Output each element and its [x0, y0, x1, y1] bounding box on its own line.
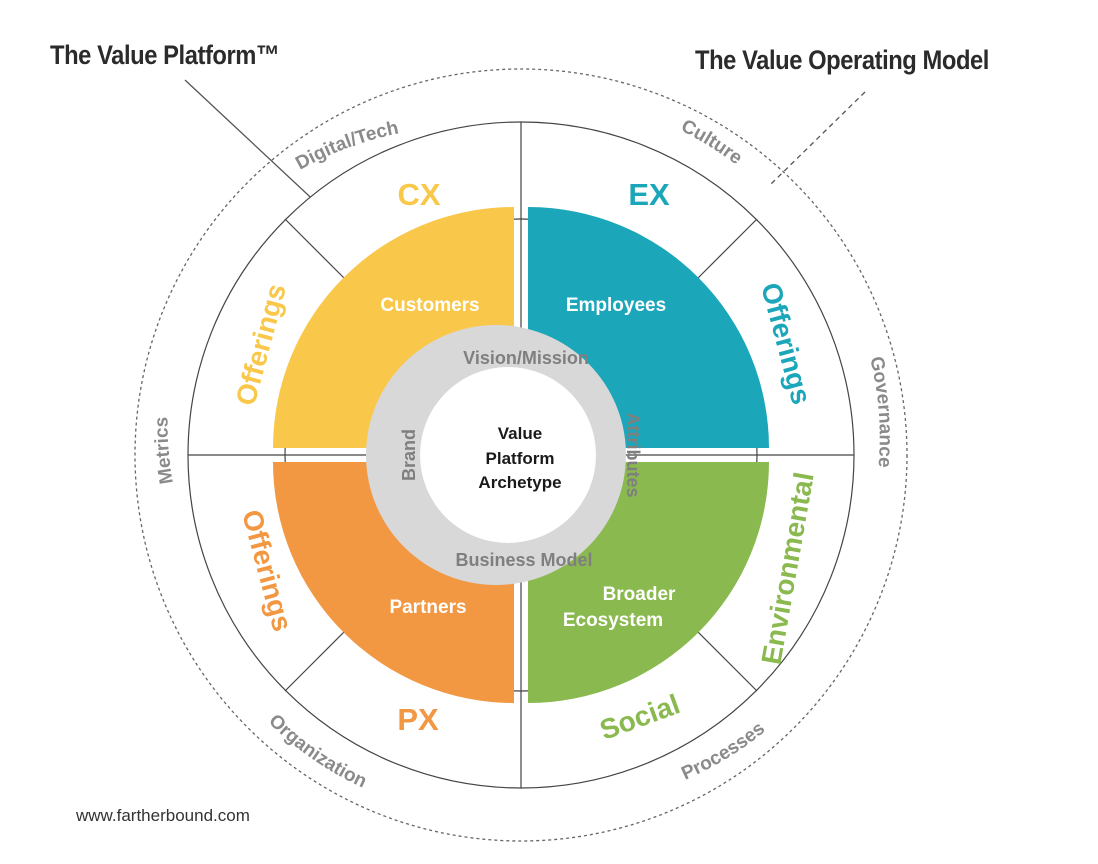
operating-model-boundary: [134, 68, 908, 842]
website-footer: www.fartherbound.com: [76, 806, 250, 825]
divider-lower-left: [284, 621, 355, 692]
center-circle: [420, 367, 596, 543]
divider-upper-left: [284, 218, 355, 289]
label-px: PX: [397, 702, 439, 737]
quadrant-label-partners: Partners: [389, 597, 466, 618]
value-operating-model-title: The Value Operating Model: [695, 45, 989, 75]
core-brand: Brand: [399, 429, 419, 481]
op-metrics: Metrics: [151, 417, 177, 486]
divider-lower-right: [687, 621, 758, 692]
value-platform-title: The Value Platform™: [50, 40, 280, 70]
center-line-2: Platform: [486, 449, 555, 468]
center-line-1: Value: [498, 424, 542, 443]
quadrant-label-customers: Customers: [380, 295, 479, 316]
quadrant-label-employees: Employees: [566, 295, 666, 316]
core-vision-mission: Vision/Mission: [463, 348, 589, 368]
label-ex: EX: [628, 177, 670, 212]
core-attributes: Attributes: [623, 413, 643, 498]
op-governance: Governance: [865, 354, 896, 468]
operating-model-pointer-line: [770, 91, 866, 185]
quadrant-label-ecosystem-2: Ecosystem: [563, 610, 663, 631]
core-business-model: Business Model: [455, 550, 592, 570]
center-line-3: Archetype: [478, 473, 561, 492]
divider-upper-right: [687, 218, 758, 289]
op-culture: Culture: [678, 116, 746, 169]
quadrant-label-ecosystem-1: Broader: [603, 584, 676, 605]
label-cx: CX: [397, 177, 440, 212]
